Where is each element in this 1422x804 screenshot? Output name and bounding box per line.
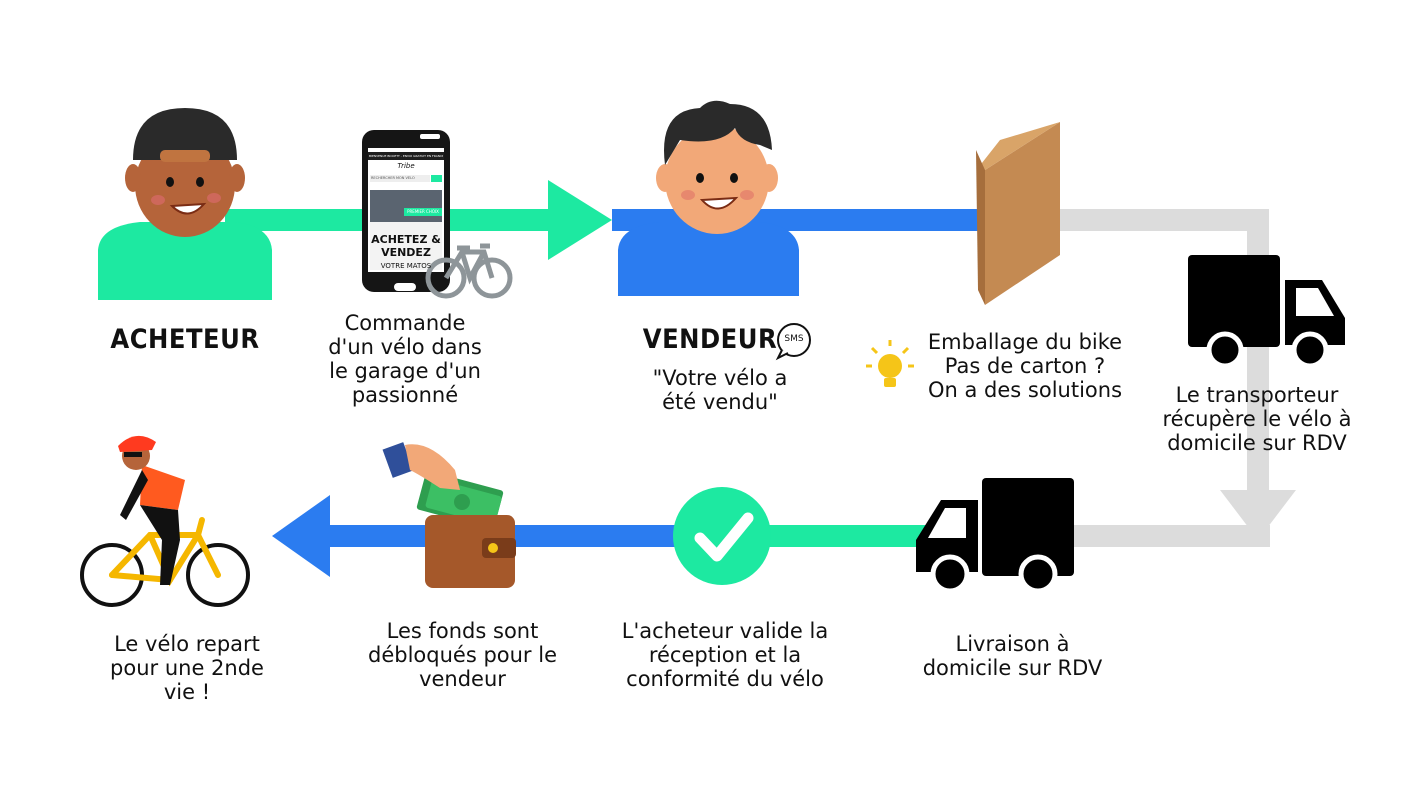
step-sms-caption: "Votre vélo a été vendu" (652, 366, 788, 414)
phone-headline-2: VENDEZ (381, 246, 431, 259)
sms-bubble-icon (775, 323, 811, 361)
phone-subheadline: VOTRE MATOS (380, 262, 432, 270)
return-arrowhead (272, 495, 330, 577)
phone-search-field: RECHERCHER MON VÉLO (371, 176, 415, 180)
buyer-to-seller-arrowhead (548, 180, 612, 260)
wallet-money-icon (382, 442, 516, 588)
delivery-truck-icon (916, 478, 1074, 594)
pickup-truck-icon (1188, 255, 1345, 369)
transport-route-arrowhead (1220, 490, 1296, 540)
sms-badge-label: SMS (784, 334, 804, 344)
buyer-avatar (98, 108, 272, 300)
route-bottom-line (1040, 525, 1270, 547)
cardboard-box-icon (976, 122, 1060, 305)
step-validation-caption: L'acheteur valide la réception et la con… (621, 619, 829, 691)
step-order-caption: Commande d'un vélo dans le garage d'un p… (328, 311, 482, 407)
lightbulb-icon (866, 340, 914, 387)
phone-banner-text: BIENVENUE BICKETT - ENVOI GRATUIT EN FRA… (369, 154, 443, 158)
cyclist-icon (80, 435, 250, 607)
seller-avatar (618, 100, 799, 296)
bike-icon (425, 243, 513, 299)
phone-logo: Tribe (397, 162, 415, 170)
phone-hero-tag: PREMIER CHOIX (404, 208, 442, 216)
buyer-role-label: ACHETEUR (110, 324, 260, 355)
step-second-life-caption: Le vélo repart pour une 2nde vie ! (110, 632, 264, 704)
step-packing-caption: Emballage du bike Pas de carton ? On a d… (927, 330, 1123, 402)
transport-route-line (1040, 209, 1269, 520)
seller-role-label: VENDEUR (642, 324, 778, 355)
check-circle-icon (673, 487, 771, 585)
step-funds-caption: Les fonds sont débloqués pour le vendeur (368, 619, 557, 691)
phone-headline-1: ACHETEZ & (371, 233, 441, 246)
step-pickup-caption: Le transporteur récupère le vélo à domic… (1162, 383, 1352, 455)
step-delivery-caption: Livraison à domicile sur RDV (922, 632, 1103, 680)
